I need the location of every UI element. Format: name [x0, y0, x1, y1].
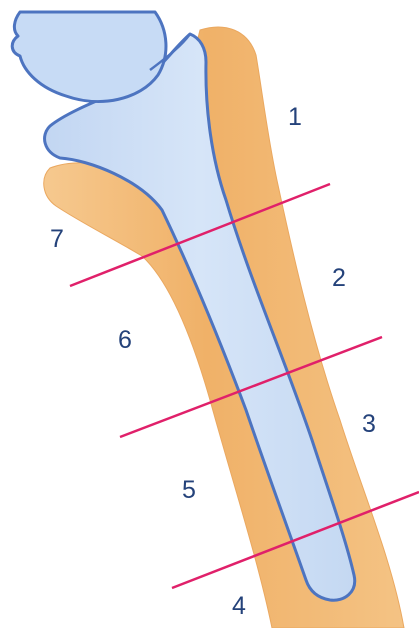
zone-label-1: 1 [288, 103, 302, 131]
zone-label-7: 7 [50, 225, 64, 253]
zone-label-6: 6 [118, 326, 132, 354]
implant-head [12, 12, 166, 101]
zone-label-4: 4 [232, 592, 246, 620]
zone-label-2: 2 [332, 264, 346, 292]
zone-label-3: 3 [362, 410, 376, 438]
zone-label-5: 5 [182, 476, 196, 504]
